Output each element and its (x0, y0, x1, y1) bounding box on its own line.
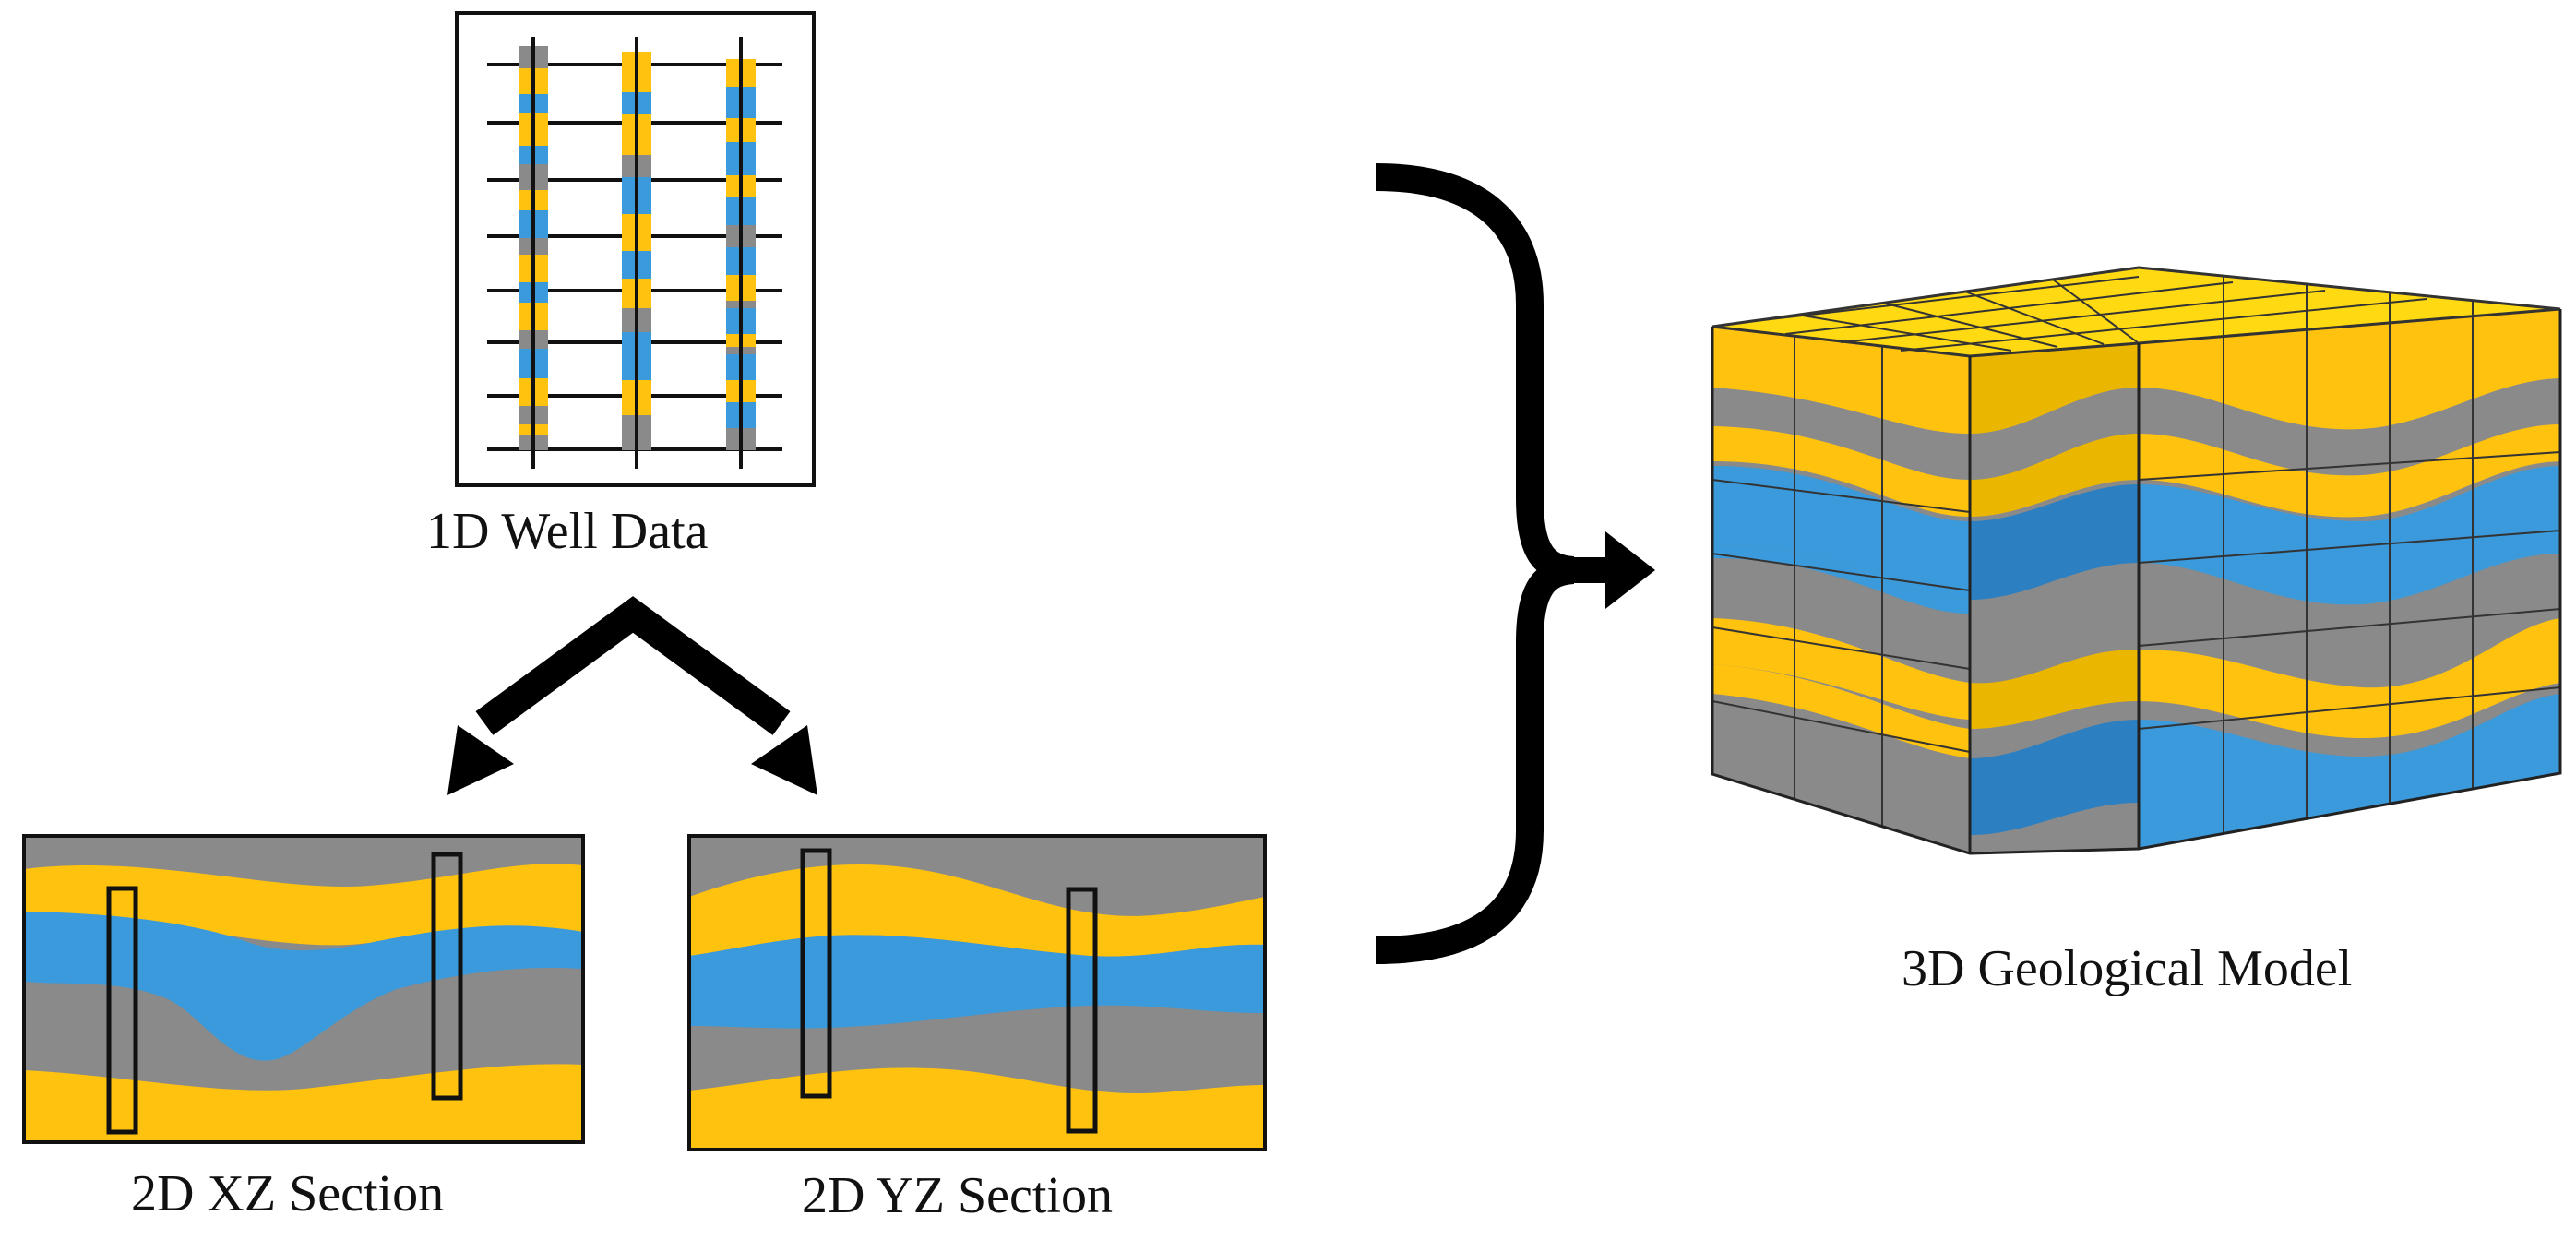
geological-model-3d (1711, 266, 2562, 855)
model-left-face (1712, 327, 1970, 853)
model-top-face (1711, 266, 2561, 358)
model-notch-faces (1970, 343, 2139, 853)
yz-section-label: 2D YZ Section (802, 1167, 1113, 1224)
xz-section-panel (22, 834, 585, 1144)
xz-section-border (22, 834, 585, 1144)
xz-section-label: 2D XZ Section (131, 1165, 445, 1222)
well-axes (531, 37, 743, 469)
model-grid-lines (1711, 316, 2561, 833)
geological-model-label: 3D Geological Model (1902, 940, 2353, 997)
yz-well-marker-left (800, 848, 832, 1099)
yz-section-panel (687, 834, 1267, 1151)
right-curly-brace-icon (1375, 163, 1575, 964)
model-right-face (2139, 309, 2560, 849)
model-outline (1711, 309, 2562, 855)
yz-section-border (687, 834, 1267, 1151)
xz-well-marker-right (431, 852, 463, 1101)
yz-well-marker-right (1066, 887, 1098, 1134)
right-arrow-icon (1568, 531, 1655, 609)
chevron-split-arrow-icon (447, 596, 817, 795)
well-data-panel (455, 11, 816, 487)
xz-well-marker-left (106, 886, 138, 1135)
well-data-label: 1D Well Data (426, 503, 709, 560)
